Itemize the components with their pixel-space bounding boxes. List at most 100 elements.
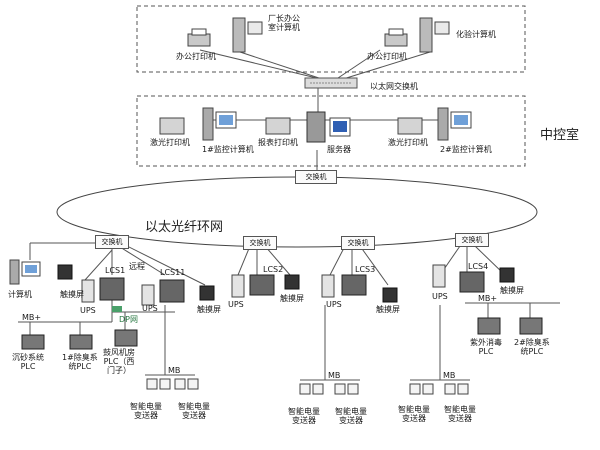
label-office-printer: 办公打印机	[176, 52, 216, 61]
label-laser-printer2: 激光打印机	[388, 138, 428, 147]
label-ups3: UPS	[228, 300, 244, 309]
meter-group-2	[299, 383, 359, 395]
label-lcs11: LCS11	[160, 268, 186, 277]
label-touch2: 触摸屏	[197, 305, 221, 314]
label-report-printer: 报表打印机	[258, 138, 298, 147]
switch-2: 交换机	[243, 236, 277, 250]
ups5-icon	[432, 264, 446, 288]
label-ups2: UPS	[142, 304, 158, 313]
link-office-printer	[199, 49, 326, 81]
office-zone-border	[136, 5, 526, 73]
server-icon	[306, 111, 351, 143]
label-mb3: MB	[443, 371, 456, 380]
touch-screen1-icon	[57, 264, 73, 280]
label-sensor2b: 智能电量 变送器	[335, 407, 367, 425]
link-sw2-ups3	[237, 245, 251, 276]
meter-group-1	[146, 378, 199, 390]
label-factory-office-pc: 厂长办公 室计算机	[268, 14, 300, 32]
label-ups5: UPS	[432, 292, 448, 301]
ups2-icon	[141, 284, 155, 306]
label-lcs3: LCS3	[355, 265, 376, 274]
link-sw3-touch4	[359, 245, 389, 286]
plc-deodor2-icon	[519, 317, 543, 335]
lcs11-cabinet-icon	[159, 279, 185, 303]
field-computer-icon	[9, 259, 41, 285]
report-printer-icon	[265, 117, 291, 135]
office-printer-icon	[187, 28, 211, 47]
touch-screen2-icon	[199, 285, 215, 301]
monitor2-pc-icon	[437, 107, 472, 141]
lcs1-cabinet-icon	[99, 277, 125, 301]
switch-top: 交换机	[295, 170, 337, 184]
touch-screen5-icon	[499, 267, 515, 283]
ups4-icon	[321, 274, 335, 298]
label-sensor1b: 智能电量 变送器	[178, 402, 210, 420]
link-sw1-ups	[84, 249, 113, 281]
link-sw3-ups4	[329, 245, 346, 276]
label-touch3: 触摸屏	[280, 294, 304, 303]
label-monitor1-pc: 1#监控计算机	[202, 145, 254, 154]
label-monitor2-pc: 2#监控计算机	[440, 145, 492, 154]
lcs2-cabinet-icon	[249, 274, 275, 296]
label-profibus: DP网	[119, 315, 138, 324]
laser-printer1-icon	[159, 117, 185, 135]
laser-printer2-icon	[397, 117, 423, 135]
label-sensor2a: 智能电量 变送器	[288, 407, 320, 425]
label-mb-right: MB+	[478, 294, 498, 303]
office-pc-icon	[232, 17, 263, 53]
label-fiber-ring: 以太光纤环网	[145, 220, 224, 235]
label-sensor3b: 智能电量 变送器	[444, 405, 476, 423]
lcs3-cabinet-icon	[341, 274, 367, 296]
label-laser-printer1: 激光打印机	[150, 138, 190, 147]
ups1-icon	[81, 279, 95, 303]
label-ups1: UPS	[80, 306, 96, 315]
plc-uv-icon	[477, 317, 501, 335]
lcs4-cabinet-icon	[459, 271, 485, 293]
label-touch4: 触摸屏	[376, 305, 400, 314]
label-lcs4: LCS4	[468, 262, 489, 271]
label-plc-uv: 紫外消毒 PLC	[470, 338, 502, 356]
ups3-icon	[231, 274, 245, 298]
label-remote-io: 远程	[129, 262, 145, 271]
label-plc-deodor2: 2#除臭系 统PLC	[514, 338, 550, 356]
link-office-pc	[239, 51, 326, 81]
label-sensor3a: 智能电量 变送器	[398, 405, 430, 423]
plc-sand-icon	[21, 334, 45, 350]
link-office-printer2	[334, 49, 381, 81]
label-touch5: 触摸屏	[500, 286, 524, 295]
meter-group-3	[409, 383, 469, 395]
label-lcs1: LCS1	[105, 266, 126, 275]
label-plc-deodor1: 1#除臭系 统PLC	[62, 353, 98, 371]
label-mb1: MB	[168, 366, 181, 375]
label-sensor1a: 智能电量 变送器	[130, 402, 162, 420]
control-room-zone-border	[136, 95, 526, 167]
link-sw1-touch2	[124, 244, 206, 286]
lab-pc-icon	[419, 17, 450, 53]
switch-1: 交换机	[95, 235, 129, 249]
touch-screen4-icon	[382, 287, 398, 303]
switch-4: 交换机	[455, 233, 489, 247]
label-plc-blower: 鼓风机房 PLC（西 门子）	[103, 348, 135, 375]
switch-3: 交换机	[341, 236, 375, 250]
office-printer2-icon	[384, 28, 408, 47]
link-lab-pc	[339, 51, 431, 81]
monitor1-pc-icon	[202, 107, 237, 141]
label-computer: 计算机	[8, 290, 32, 299]
label-mb2: MB	[328, 371, 341, 380]
plc-blower-icon	[114, 329, 138, 347]
plc-deodor1-icon	[69, 334, 93, 350]
label-office-printer2: 办公打印机	[367, 52, 407, 61]
label-mb-left: MB+	[22, 313, 42, 322]
link-sw1-lcs11	[119, 246, 166, 276]
label-ethernet-switch: 以太网交换机	[370, 82, 418, 91]
label-ups4: UPS	[326, 300, 342, 309]
label-control-room: 中控室	[540, 128, 580, 143]
dp-net-marker	[112, 306, 122, 312]
link-sw2-touch3	[264, 245, 291, 276]
label-lab-pc: 化验计算机	[456, 30, 496, 39]
label-server: 服务器	[327, 145, 351, 154]
label-plc-sand: 沉砂系统 PLC	[12, 353, 44, 371]
label-touch1: 触摸屏	[60, 290, 84, 299]
